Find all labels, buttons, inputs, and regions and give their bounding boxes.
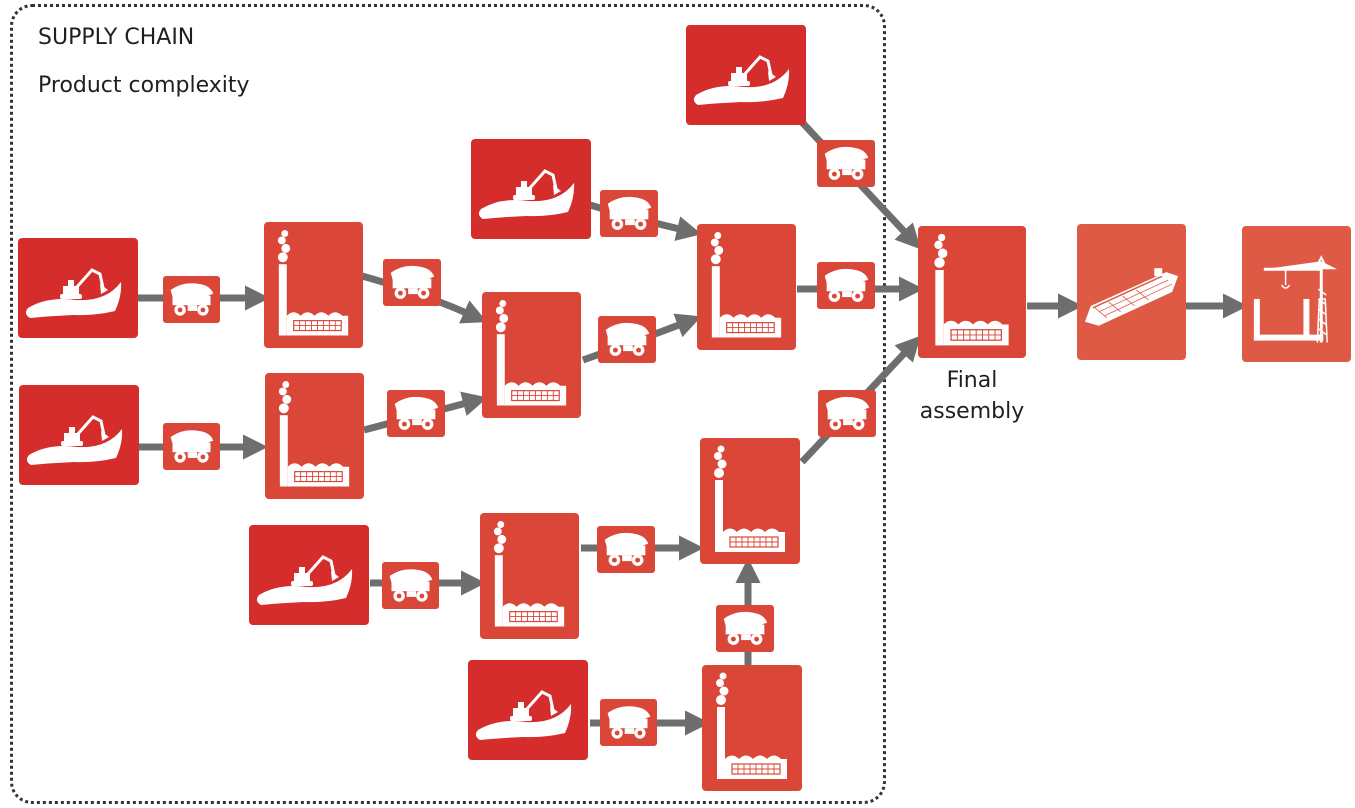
- diagram-subtitle: Product complexity: [38, 73, 250, 98]
- final-assembly-node: [918, 226, 1026, 358]
- truck-node: [598, 316, 656, 363]
- truck-node: [817, 262, 875, 309]
- dump-truck-icon: [716, 605, 774, 652]
- dump-truck-icon: [818, 390, 876, 437]
- port-node: [1242, 226, 1351, 362]
- dump-truck-icon: [387, 390, 445, 437]
- mine-node: [249, 525, 369, 625]
- excavator-mining-icon: [19, 385, 139, 485]
- final-assembly-label-line: assembly: [919, 399, 1025, 424]
- mine-node: [19, 385, 139, 485]
- excavator-mining-icon: [471, 139, 591, 239]
- truck-node: [716, 605, 774, 652]
- dump-truck-icon: [817, 140, 875, 187]
- truck-node: [383, 259, 441, 306]
- truck-node: [818, 390, 876, 437]
- dump-truck-icon: [598, 316, 656, 363]
- excavator-mining-icon: [468, 660, 588, 760]
- excavator-mining-icon: [249, 525, 369, 625]
- truck-node: [387, 390, 445, 437]
- dump-truck-icon: [600, 190, 658, 237]
- factory-node: [264, 222, 363, 348]
- factory-node: [697, 224, 796, 350]
- factory-icon: [482, 292, 581, 418]
- final-assembly-label-line: Final: [946, 368, 998, 393]
- factory-icon: [264, 222, 363, 348]
- dump-truck-icon: [597, 526, 655, 573]
- cargo-ship-icon: [1077, 224, 1186, 360]
- factory-icon: [918, 226, 1026, 358]
- truck-node: [163, 423, 220, 470]
- dump-truck-icon: [163, 276, 220, 323]
- truck-node: [382, 562, 439, 609]
- factory-icon: [702, 665, 802, 791]
- factory-node: [482, 292, 581, 418]
- dump-truck-icon: [163, 423, 220, 470]
- mine-node: [471, 139, 591, 239]
- factory-node: [265, 373, 364, 499]
- truck-node: [600, 190, 658, 237]
- factory-icon: [697, 224, 796, 350]
- shipping-node: [1077, 224, 1186, 360]
- dump-truck-icon: [817, 262, 875, 309]
- truck-node: [163, 276, 220, 323]
- mine-node: [686, 25, 806, 125]
- truck-node: [597, 526, 655, 573]
- factory-icon: [480, 513, 579, 639]
- factory-node: [702, 665, 802, 791]
- factory-node: [480, 513, 579, 639]
- mine-node: [468, 660, 588, 760]
- truck-node: [600, 699, 657, 746]
- excavator-mining-icon: [18, 238, 138, 338]
- dump-truck-icon: [600, 699, 657, 746]
- truck-node: [817, 140, 875, 187]
- port-crane-icon: [1242, 226, 1351, 362]
- factory-node: [700, 438, 800, 564]
- factory-icon: [265, 373, 364, 499]
- factory-icon: [700, 438, 800, 564]
- dump-truck-icon: [383, 259, 441, 306]
- supply-chain-frame: [10, 4, 886, 804]
- dump-truck-icon: [382, 562, 439, 609]
- diagram-title: SUPPLY CHAIN: [38, 25, 195, 50]
- excavator-mining-icon: [686, 25, 806, 125]
- mine-node: [18, 238, 138, 338]
- final-assembly-label: Final assembly: [904, 365, 1040, 427]
